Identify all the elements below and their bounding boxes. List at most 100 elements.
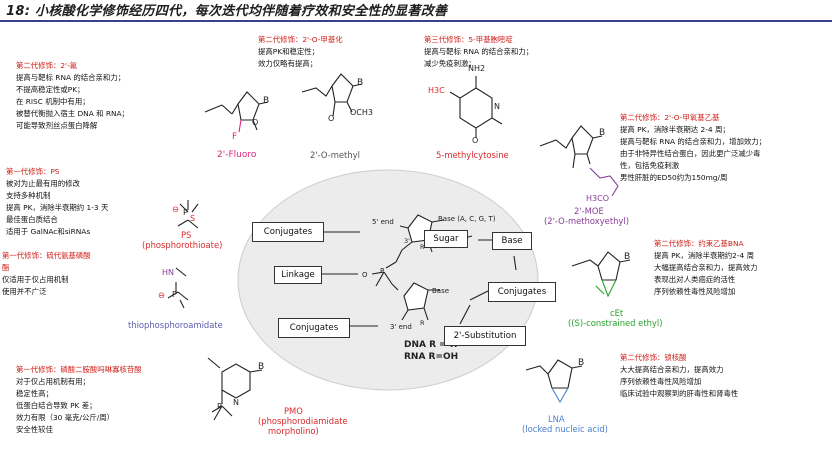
connector-conjugates-right	[513, 255, 517, 271]
annotation-line: 仅适用于仅占用机制	[2, 275, 69, 284]
lna-name-sub-label: (locked nucleic acid)	[522, 424, 608, 434]
fluoro-base-label: B	[263, 96, 270, 106]
central-three-prime-label: 3'	[404, 237, 410, 245]
annotation-line: 提高 PK，消除半衰期约 1-3 天	[6, 203, 109, 212]
pmo-n-label: N	[233, 398, 239, 407]
annotation-heading: 第二代修饰：2'-O-甲基化	[258, 35, 343, 44]
substitution-box: 2'-Substitution	[444, 326, 526, 346]
conjugates-right-box: Conjugates	[488, 282, 556, 302]
connector-substitution-2	[459, 304, 471, 325]
annotation-heading: 第二代修饰：锁核酸	[620, 353, 687, 362]
thiophos-minus-label: ⊖	[158, 290, 166, 300]
annotation-ps: 第一代修饰：PS 被对为止最有用的修改 支持多种机制 提高 PK，消除半衰期约 …	[6, 166, 108, 238]
rna-formula-label: RNA R=OH	[404, 352, 459, 362]
cet-name-sub-label: ((S)-constrained ethyl)	[568, 318, 663, 328]
omethyl-sugar-structure	[301, 73, 363, 117]
annotation-heading: 第二代修饰：约束乙基BNA	[654, 239, 744, 248]
central-r2-label: R	[420, 319, 425, 327]
pmo-base-label: B	[258, 362, 265, 372]
methylcytosine-ring-structure	[449, 76, 503, 138]
annotation-line: 提高PK和稳定性；	[258, 47, 320, 56]
annotation-line: 效力仅略有提高；	[258, 59, 318, 68]
methylcytosine-o-label: O	[472, 136, 479, 145]
moe-name-sub-label: (2'-O-methoxyethyl)	[544, 216, 629, 226]
annotation-line: 提高 PK，消除半衰期达 2-4 周；	[620, 125, 730, 134]
pmo-name-label: PMO	[284, 406, 303, 416]
annotation-line: 临床试验中观察到的肝毒性和肾毒性	[620, 389, 739, 398]
moe-base-label: B	[599, 128, 606, 138]
methylcytosine-n-label: N	[494, 102, 500, 111]
central-o-label: O	[362, 271, 368, 279]
conjugates-top-box: Conjugates	[252, 222, 324, 242]
fluoro-atom-label: F	[232, 132, 238, 142]
figure-title: 18: 小核酸化学修饰经历四代，每次迭代均伴随着疗效和安全性的显著改善	[6, 4, 448, 19]
cet-structure	[571, 251, 631, 298]
annotation-methylcytosine: 第三代修饰：5-甲基胞嘧啶 提高与靶标 RNA 的结合亲和力； 减少免疫刺激；	[424, 34, 533, 70]
base-box: Base	[492, 232, 532, 250]
annotation-line: 提高与靶标 RNA 的结合亲和力；	[16, 73, 126, 82]
thiophos-hn-label: HN	[162, 268, 174, 277]
pmo-p-label: P	[217, 402, 222, 411]
omethyl-och3-label: OCH3	[350, 108, 373, 117]
annotation-pmo: 第一代修饰：磷酸二胺酸吗啉寡核苷酸 对于仅占用机制有用； 稳定性高； 低蛋白结合…	[16, 364, 142, 436]
central-r-label: R	[420, 243, 425, 251]
annotation-line: 表现出对人类癌症的活性	[654, 275, 736, 284]
annotation-line: 男性肝脏的ED50约为150mg/周	[620, 173, 728, 182]
annotation-heading: 第一代修饰：硫代氨基磷酸	[2, 251, 91, 260]
ps-name-sub-label: (phosphorothioate)	[142, 240, 223, 250]
annotation-line: 适用于 GalNAc和siRNAs	[6, 227, 91, 236]
fluoro-o-label: O	[252, 118, 259, 127]
annotation-line: 减少免疫刺激；	[424, 59, 476, 68]
annotation-heading-cont: 酯	[2, 263, 10, 272]
annotation-heading: 第一代修饰：PS	[6, 167, 60, 176]
pmo-structure	[207, 357, 263, 421]
ps-s-label: S	[190, 214, 196, 223]
annotation-line: 支持多种机制	[6, 191, 51, 200]
lna-base-label: B	[578, 358, 585, 368]
annotation-line: 提高与靶标 RNA 的结合亲和力，增加效力；	[620, 137, 767, 146]
methylcytosine-name-label: 5-methylcytosine	[436, 150, 509, 160]
annotation-line: 稳定性高；	[16, 389, 53, 398]
annotation-line: 对于仅占用机制有用；	[16, 377, 90, 386]
annotation-line: 效力有限（30 毫克/公斤/周）	[16, 413, 115, 422]
annotation-line: 在 RISC 机制中有用；	[16, 97, 90, 106]
thiophos-name-label: thiophosphoroamidate	[128, 320, 223, 330]
annotation-line: 低蛋白结合导致 PK 差；	[16, 401, 97, 410]
annotation-line: 大幅提高结合亲和力，提高效力	[654, 263, 758, 272]
moe-name-label: 2'-MOE	[574, 206, 604, 216]
annotation-line: 序列依赖性毒性风险增加	[654, 287, 736, 296]
omethyl-o-label: O	[328, 114, 335, 123]
ps-p-label: P	[183, 208, 188, 217]
methylcytosine-h3c-label: H3C	[428, 86, 445, 95]
base-top-label: Base (A, C, G, T)	[438, 215, 496, 223]
base-bottom-label: Base	[432, 287, 450, 295]
cet-base-label: B	[624, 252, 631, 262]
annotation-line: 最佳蛋白质结合	[6, 215, 58, 224]
linkage-box: Linkage	[274, 266, 322, 284]
annotation-heading: 第二代修饰：2'-氟	[16, 61, 78, 70]
annotation-line: 不提高稳定性或PK；	[16, 85, 85, 94]
annotation-line: 提高与靶标 RNA 的结合亲和力；	[424, 47, 534, 56]
annotation-heading: 第一代修饰：磷酸二胺酸吗啉寡核苷酸	[16, 365, 142, 374]
sugar-box: Sugar	[424, 230, 468, 248]
methylcytosine-nh2-label: NH2	[468, 64, 486, 73]
annotation-heading: 第三代修饰：5-甲基胞嘧啶	[424, 35, 513, 44]
annotation-moe: 第二代修饰：2'-O-甲氧基乙基 提高 PK，消除半衰期达 2-4 周； 提高与…	[620, 112, 766, 184]
annotation-lna: 第二代修饰：锁核酸 大大提高结合亲和力，提高效力 序列依赖性毒性风险增加 临床试…	[620, 352, 738, 400]
three-end-label: 3' end	[390, 323, 412, 331]
annotation-line: 被对为止最有用的修改	[6, 179, 80, 188]
connector-substitution	[469, 289, 491, 301]
pmo-name-sub-label: (phosphorodiamidate	[258, 416, 348, 426]
annotation-line: 可能导致剂丝点蛋白降解	[16, 121, 98, 130]
ps-minus-label: ⊖	[172, 204, 180, 214]
omethyl-name-label: 2'-O-methyl	[310, 150, 360, 160]
lna-structure	[525, 359, 583, 404]
cet-name-label: cEt	[610, 308, 624, 318]
fluoro-name-label: 2'-Fluoro	[217, 150, 257, 160]
annotation-omethyl: 第二代修饰：2'-O-甲基化 提高PK和稳定性； 效力仅略有提高；	[258, 34, 343, 70]
annotation-heading: 第二代修饰：2'-O-甲氧基乙基	[620, 113, 720, 122]
conjugates-bottom-box: Conjugates	[278, 318, 350, 338]
five-end-label: 5' end	[372, 218, 394, 226]
annotation-thiophosphoroamidate: 第一代修饰：硫代氨基磷酸 酯 仅适用于仅占用机制 使用并不广泛	[2, 250, 91, 298]
